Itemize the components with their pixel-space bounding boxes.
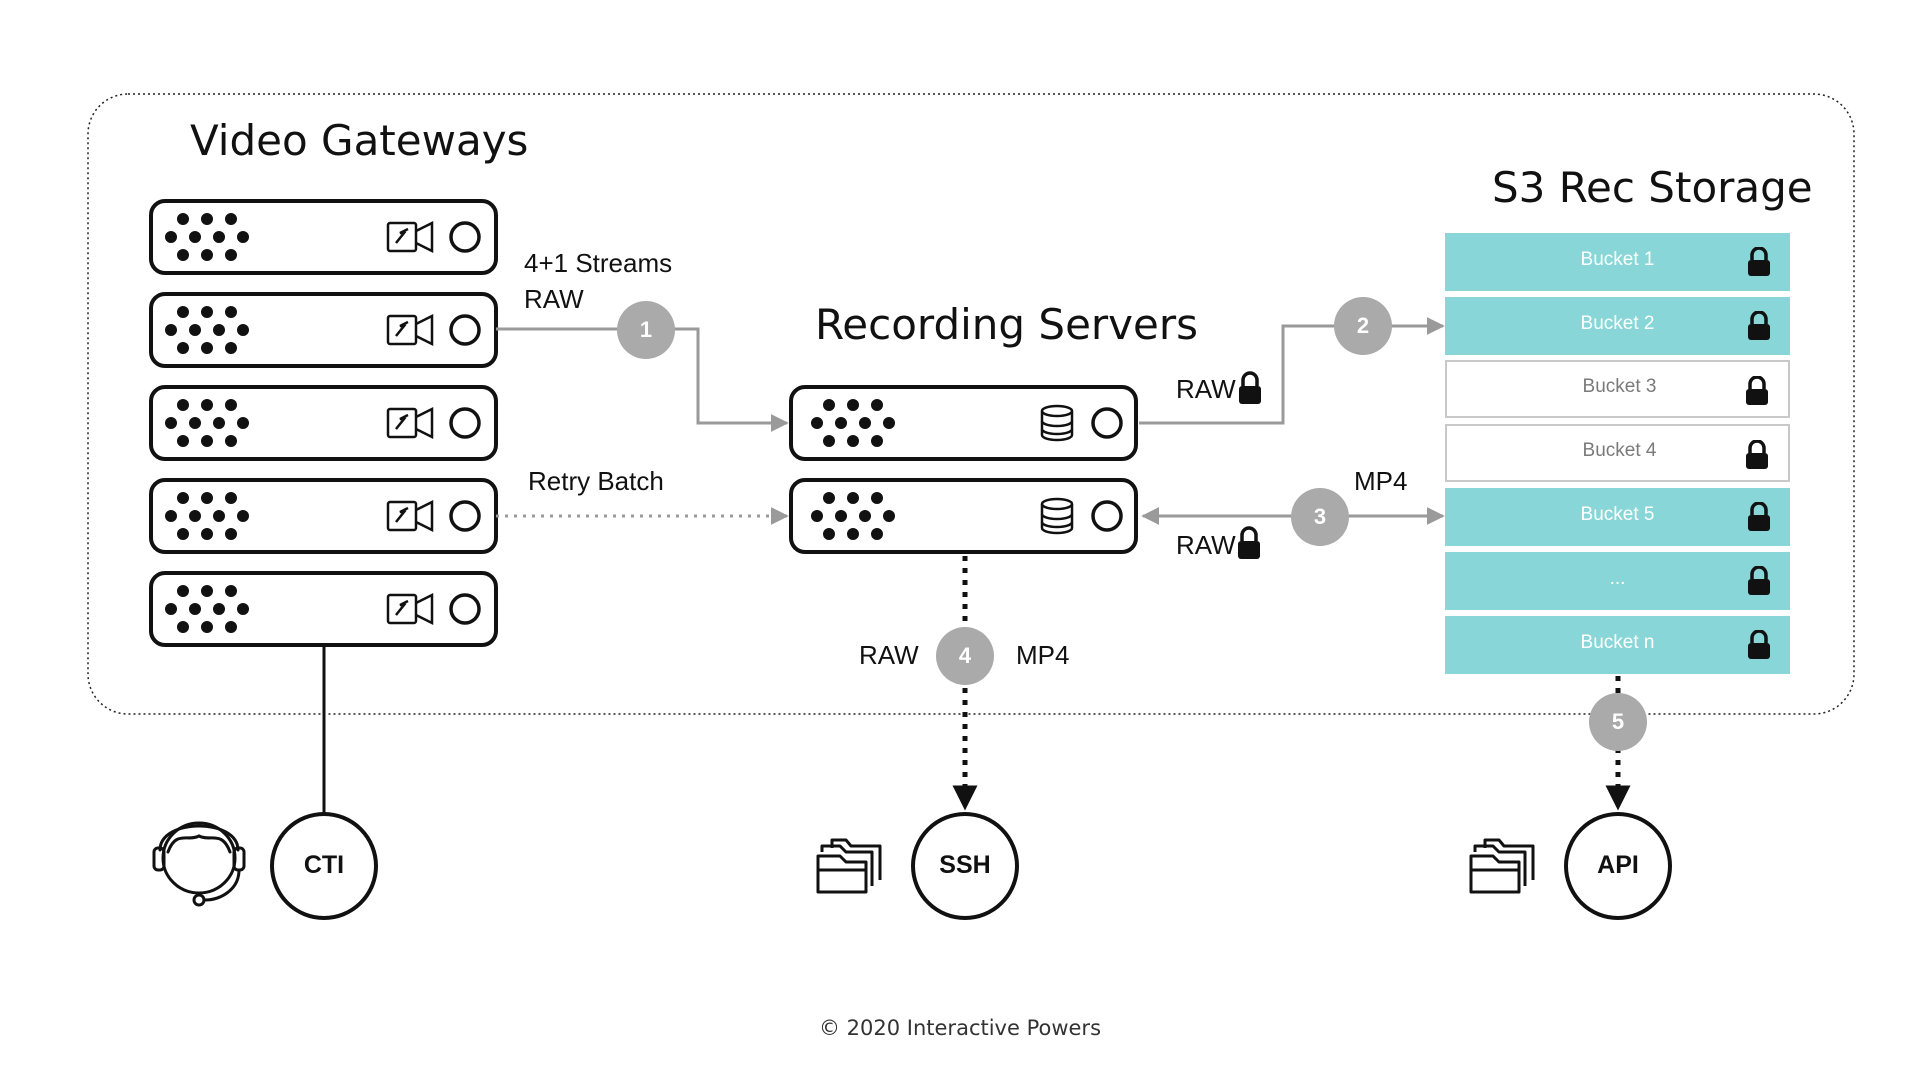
bucket-row: Bucket 5 [1445,488,1790,546]
recording-server-unit [789,385,1138,461]
raw-upload-label: RAW [1176,374,1236,404]
step-circle-5 [1589,693,1647,751]
cti-label: CTI [303,851,345,879]
video-camera-icon [386,220,434,254]
lock-icon [1748,311,1770,340]
folders-icon-ssh [816,838,882,894]
lock-icon [1746,376,1768,405]
video-gateway-stack [149,199,498,647]
bucket-label: Bucket 4 [1582,440,1657,461]
copyright-notice: © 2020 Interactive Powers [818,1016,1102,1040]
raw-retrieve-label: RAW [1176,530,1236,560]
gateway-unit [149,385,498,461]
api-endpoint [1564,812,1672,920]
power-indicator [449,593,481,625]
gateway-unit [149,199,498,275]
gateway-unit [149,292,498,368]
step-number-1: 1 [639,317,653,342]
step-circle-1 [617,301,675,359]
power-indicator [449,500,481,532]
headset-agent-icon [152,821,246,907]
power-indicator [1091,500,1123,532]
ssh-endpoint [911,812,1019,920]
power-indicator [449,407,481,439]
step-circle-4 [936,627,994,685]
bucket-row: ... [1445,552,1790,610]
lock-icon [1748,502,1770,531]
bucket-row: Bucket 1 [1445,233,1790,291]
retry-batch-label: Retry Batch [528,466,664,496]
bucket-row: Bucket 3 [1445,360,1790,418]
video-camera-icon [386,406,434,440]
cti-endpoint [270,812,378,920]
bucket-row: Bucket 2 [1445,297,1790,355]
api-label: API [1597,851,1639,879]
bucket-label: Bucket 5 [1580,504,1655,525]
video-camera-icon [386,313,434,347]
bucket-label: Bucket 2 [1580,313,1655,334]
video-gateways-title: Video Gateways [190,116,529,165]
video-camera-icon [386,499,434,533]
lock-icon [1748,247,1770,276]
connector-stream [496,327,789,432]
recording-server-unit [789,478,1138,554]
folders-icon-api [1469,838,1535,894]
recording-server-stack [789,385,1138,554]
ssh-label: SSH [939,851,991,879]
bucket-label: Bucket 1 [1580,249,1655,270]
bucket-label: ... [1609,568,1626,589]
lock-icon-raw-retrieve [1238,526,1260,559]
mp4-retrieve-label: MP4 [1354,466,1408,496]
bucket-label: Bucket n [1580,632,1655,653]
step-circle-2 [1334,297,1392,355]
streams-label: 4+1 Streams [524,248,673,278]
lock-icon [1748,566,1770,595]
bucket-label: Bucket 3 [1582,376,1657,397]
bucket-row: Bucket 4 [1445,424,1790,482]
gateway-unit [149,478,498,554]
lock-icon-raw-upload [1239,371,1261,404]
s3-storage-title: S3 Rec Storage [1492,163,1813,212]
lock-icon [1746,440,1768,469]
recording-servers-title: Recording Servers [815,300,1199,349]
step-number-5: 5 [1611,709,1625,734]
bucket-row: Bucket n [1445,616,1790,674]
power-indicator [449,314,481,346]
raw-stream-label: RAW [524,284,584,314]
step-number-2: 2 [1356,313,1370,338]
power-indicator [449,221,481,253]
step-circle-3 [1291,488,1349,546]
power-indicator [1091,407,1123,439]
video-camera-icon [386,592,434,626]
lock-icon [1748,630,1770,659]
step-number-3: 3 [1313,504,1327,529]
database-icon [1040,404,1074,442]
database-icon [1040,497,1074,535]
gateway-unit [149,571,498,647]
mp4-ssh-label: MP4 [1016,640,1070,670]
system-boundary [87,93,1855,715]
raw-ssh-label: RAW [859,640,919,670]
step-number-4: 4 [958,643,972,668]
